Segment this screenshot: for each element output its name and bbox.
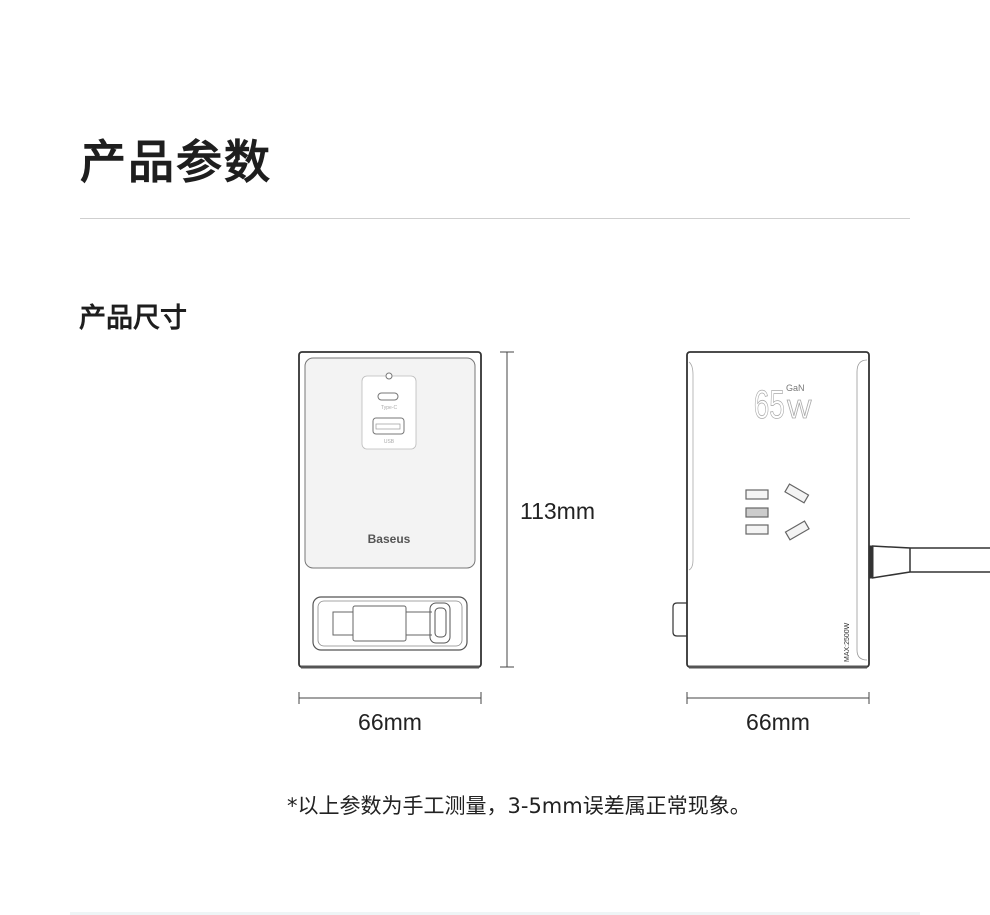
width-dimension-lines bbox=[298, 692, 870, 704]
type-c-label: Type-C bbox=[381, 405, 398, 411]
max-power-label: MAX:2500W bbox=[844, 622, 851, 662]
usb-label: USB bbox=[384, 439, 395, 445]
side-width-label: 66mm bbox=[746, 709, 810, 735]
side-view-drawing bbox=[672, 351, 990, 669]
page-title: 产品参数 bbox=[80, 135, 272, 189]
brand-logo: Baseus bbox=[368, 532, 411, 546]
height-dimension-line bbox=[500, 351, 514, 668]
front-view-drawing bbox=[298, 351, 482, 669]
divider bbox=[80, 218, 910, 219]
power-rating-logo: 65 bbox=[754, 383, 785, 427]
section-title: 产品尺寸 bbox=[79, 303, 187, 334]
bottom-divider bbox=[70, 912, 920, 915]
measurement-note: *以上参数为手工测量，3-5mm误差属正常现象。 bbox=[287, 794, 751, 818]
front-width-label: 66mm bbox=[358, 709, 422, 735]
height-dimension-label: 113mm bbox=[520, 498, 595, 524]
gan-label: GaN bbox=[786, 383, 805, 393]
power-unit-logo: W bbox=[787, 394, 812, 424]
